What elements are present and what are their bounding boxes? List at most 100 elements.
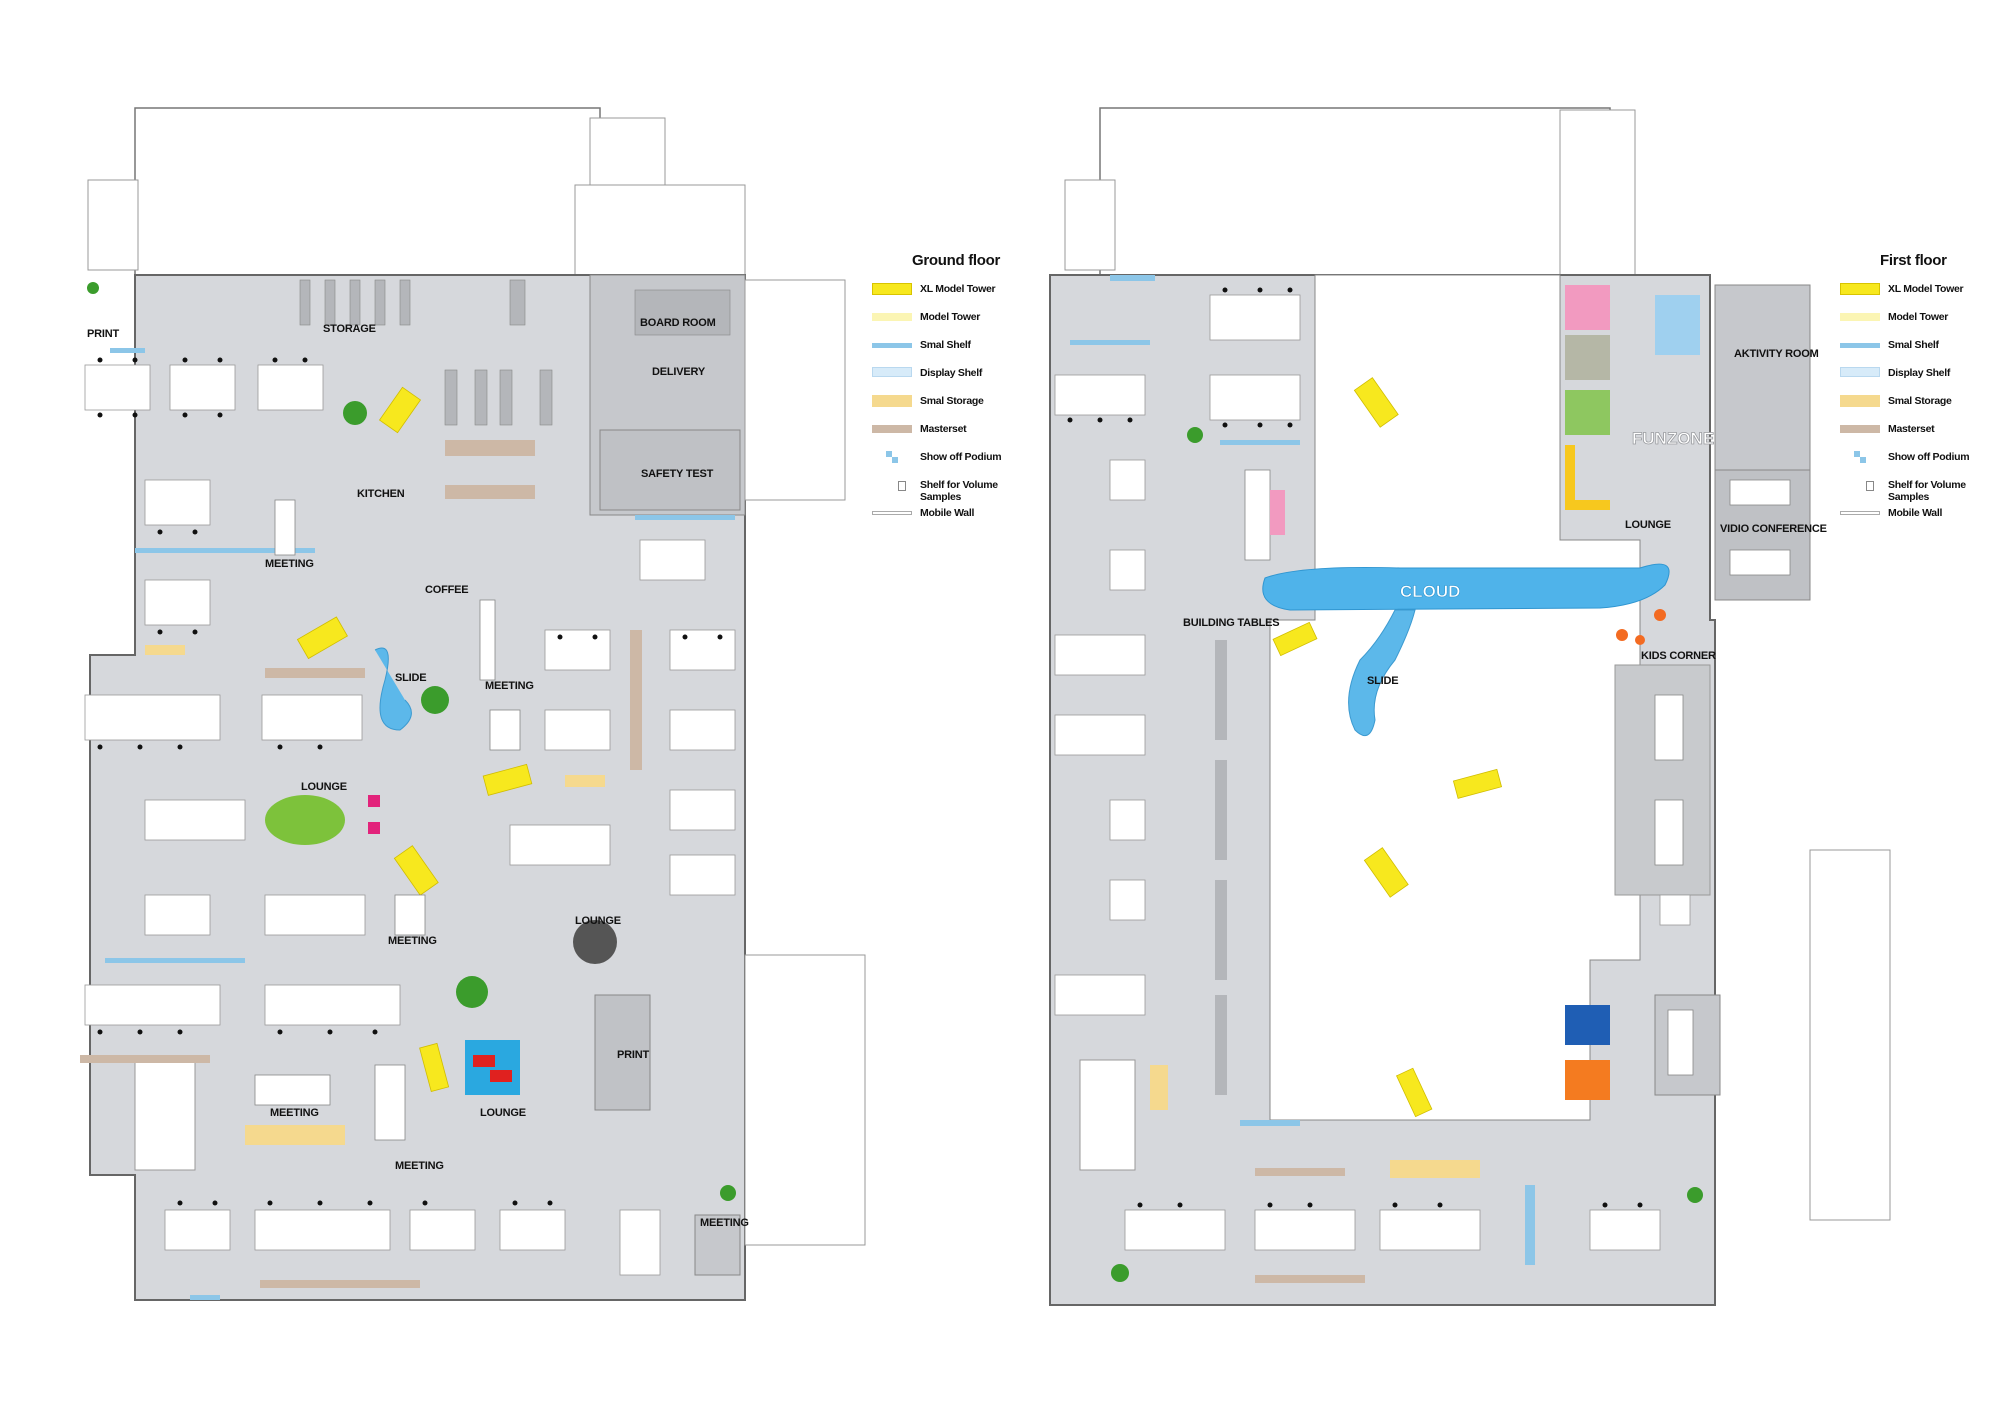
meeting-tables-ff	[1244, 469, 1791, 1076]
meeting-tables	[254, 499, 521, 1141]
orange-room	[1565, 1060, 1610, 1100]
slide-shape	[374, 647, 412, 731]
legend-label: Mobile Wall	[1888, 507, 1943, 519]
legend-title-ground: Ground floor	[912, 252, 1001, 269]
legend-swatch	[872, 367, 912, 377]
legend-label: Smal Storage	[1888, 395, 1952, 407]
right-annex-ff	[1809, 849, 1891, 1221]
legend-title-first: First floor	[1880, 252, 1947, 269]
label-slide: SLIDE	[395, 672, 426, 684]
lounge-blue-rug	[465, 1040, 520, 1095]
meeting-room-small	[694, 1214, 741, 1276]
plants-ff	[1111, 427, 1703, 1282]
legend-label: XL Model Tower	[1888, 283, 1964, 295]
label-lounge-3: LOUNGE	[480, 1107, 526, 1119]
legend-item: Smal Storage	[1840, 395, 1990, 423]
legend-label: Model Tower	[1888, 311, 1949, 323]
legend-label: Shelf for Volume Samples	[920, 479, 998, 503]
legend-item: Mobile Wall	[1840, 507, 1990, 535]
legend-swatch	[1840, 283, 1880, 295]
lounge-round-table	[573, 920, 617, 964]
service-rooms	[574, 184, 746, 276]
label-safety-test: SAFETY TEST	[641, 468, 714, 480]
small-storage	[145, 645, 605, 1145]
pink-chairs-ff	[1270, 490, 1285, 535]
plants	[87, 282, 736, 1201]
legend-label: Shelf for Volume Samples	[1888, 479, 1966, 503]
legend-item: Masterset	[872, 423, 1022, 451]
legend-swatch	[1840, 425, 1880, 433]
legend-label: Smal Shelf	[920, 339, 971, 351]
display-grid	[1655, 295, 1700, 355]
legend-item: Shelf for Volume Samples	[1840, 479, 1990, 507]
label-meeting-1: MEETING	[265, 558, 314, 570]
small-shelves-ff	[1070, 275, 1535, 1265]
activity-room	[1714, 284, 1811, 471]
atrium-void	[1269, 274, 1641, 1121]
legend-label: Smal Storage	[920, 395, 984, 407]
legend-item: Smal Shelf	[872, 339, 1022, 367]
legend-label: Mobile Wall	[920, 507, 975, 519]
top-annex	[134, 107, 601, 279]
label-kids-corner: KIDS CORNER	[1641, 650, 1716, 662]
legend-label: Display Shelf	[1888, 367, 1951, 379]
label-building-tables: BUILDING TABLES	[1183, 617, 1279, 629]
yellow-bench	[1565, 445, 1610, 510]
left-stair	[87, 179, 139, 271]
left-stair-ff	[1064, 179, 1116, 271]
lounge-red-sofa-2	[490, 1070, 512, 1082]
legend-swatch	[1840, 343, 1880, 348]
legend-swatch	[1840, 395, 1880, 407]
room-labels-ground: PRINT STORAGE BOARD ROOM DELIVERY SAFETY…	[87, 317, 749, 1229]
legend-item: Smal Storage	[872, 395, 1022, 423]
slide-ff-shape	[1348, 609, 1416, 737]
label-delivery: DELIVERY	[652, 366, 706, 378]
legend-label: Display Shelf	[920, 367, 983, 379]
label-meeting-5: MEETING	[395, 1160, 444, 1172]
label-coffee: COFFEE	[425, 584, 468, 596]
legend-swatch	[1840, 451, 1880, 463]
lounge-pink-chair	[368, 795, 380, 807]
legend-swatch	[1840, 313, 1880, 321]
funzone-green-room	[1565, 390, 1610, 435]
desk-clusters-ff	[1054, 294, 1691, 1251]
right-annex-top	[744, 279, 846, 501]
legend-swatch	[872, 395, 912, 407]
legend-swatch	[1840, 479, 1880, 491]
legend-label: Masterset	[1888, 423, 1935, 435]
label-aktivity-room: AKTIVITY ROOM	[1734, 348, 1819, 360]
legend-item: XL Model Tower	[1840, 283, 1990, 311]
legend-swatch	[872, 313, 912, 321]
storage-racks	[299, 279, 731, 426]
label-meeting-6: MEETING	[700, 1217, 749, 1229]
lounge-green-rug	[265, 795, 345, 845]
legend-swatch	[872, 511, 912, 515]
legend-label: Smal Shelf	[1888, 339, 1939, 351]
label-meeting-2: MEETING	[485, 680, 534, 692]
masterset-ff	[1255, 1168, 1365, 1283]
legend-swatch	[872, 451, 912, 463]
ground-floor-plan	[80, 107, 866, 1301]
legend-label: Model Tower	[920, 311, 981, 323]
label-meeting-4: MEETING	[270, 1107, 319, 1119]
legend-item: Mobile Wall	[872, 507, 1022, 535]
kids-corner-toys	[1616, 609, 1666, 645]
legend-item: Model Tower	[1840, 311, 1990, 339]
legend-item: Model Tower	[872, 311, 1022, 339]
building-tables-ff	[1215, 640, 1227, 1095]
bottom-left-stair-ff	[1079, 1059, 1136, 1171]
legend-label: Masterset	[920, 423, 967, 435]
lounge-red-sofa	[473, 1055, 495, 1067]
legend-item: XL Model Tower	[872, 283, 1022, 311]
chairs-ff	[1067, 287, 1643, 1208]
label-meeting-3: MEETING	[388, 935, 437, 947]
legend-item: Smal Shelf	[1840, 339, 1990, 367]
label-board-room: BOARD ROOM	[640, 317, 716, 329]
lounge-pink-chair-2	[368, 822, 380, 834]
legend-swatch	[872, 479, 912, 491]
label-slide-ff: SLIDE	[1367, 675, 1398, 687]
label-vidio-conference: VIDIO CONFERENCE	[1720, 523, 1827, 535]
safety-test-room	[599, 429, 741, 511]
